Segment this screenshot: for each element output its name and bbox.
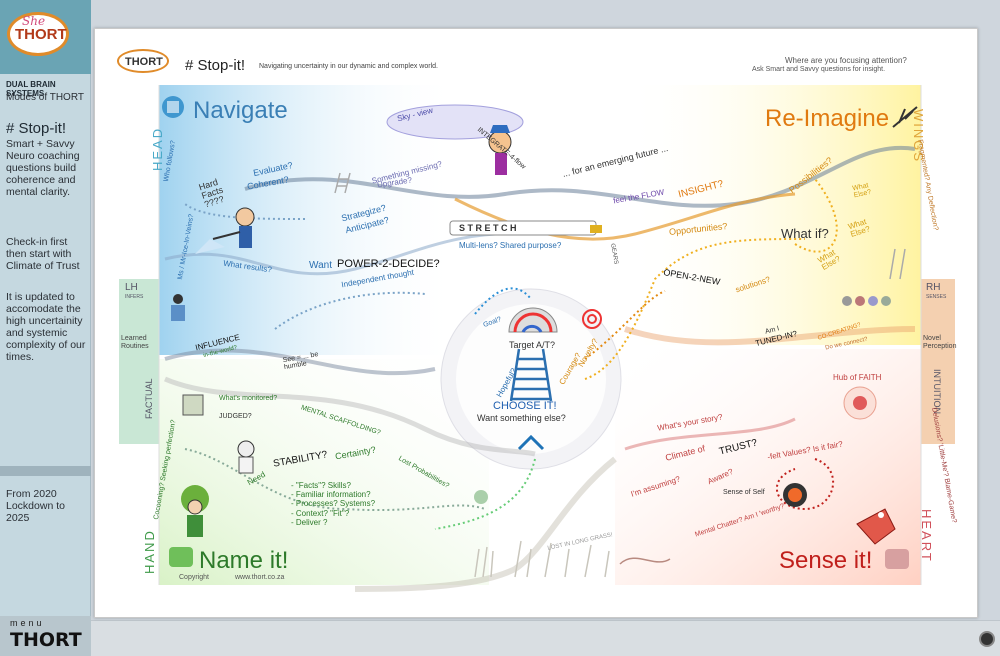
rh-band (921, 279, 955, 444)
menu-label: menu (10, 618, 45, 628)
logo-she-text: She (22, 14, 46, 28)
hub-of-faith-icon (843, 386, 877, 420)
dual-brain-heading: DUAL BRAIN SYSTEMS (6, 80, 56, 99)
label-choose[interactable]: CHOOSE IT! (493, 400, 557, 412)
side-infers: INFERS (125, 294, 144, 300)
side-heart: HEART (919, 509, 934, 563)
name-it-zone (159, 359, 489, 585)
menu-button[interactable]: menu THORT (0, 616, 91, 656)
sidebar-page-title: # Stop-it! (6, 120, 67, 137)
side-lh: LH (125, 282, 138, 293)
logo-bubble-icon (7, 12, 69, 56)
sidebar-description: Smart + Savvy Neuro coaching questions b… (6, 138, 80, 199)
quadrant-sense-it[interactable]: Sense it! (779, 547, 873, 574)
label-target: Target A/T? (509, 340, 556, 350)
label-whats-monitored: What's monitored? (219, 395, 278, 402)
sense-it-figure (856, 508, 896, 545)
name-it-figure (181, 485, 209, 537)
mindmap-card: THORT # Stop-it! Navigating uncertainty … (94, 28, 978, 618)
target-spiral-icon (582, 309, 602, 329)
side-learned: Learned Routines (121, 335, 149, 350)
monitored-icon (182, 394, 204, 416)
quadrant-name-it[interactable]: Name it! (199, 547, 289, 574)
bottom-bar (91, 620, 1000, 656)
label-want: Want (309, 260, 332, 271)
side-factual: FACTUAL (144, 378, 154, 419)
head-icon (162, 96, 184, 118)
sky-view-cloud (386, 104, 524, 140)
quadrant-reimagine[interactable]: Re-Imagine (765, 105, 890, 132)
label-website[interactable]: www.thort.co.za (235, 574, 285, 581)
logo-thort-text: THORT (15, 26, 67, 43)
label-stretch: S T R E T C H (459, 223, 517, 233)
compass-figure (171, 294, 185, 321)
green-dot-icon (474, 490, 488, 504)
side-rh: RH (926, 282, 941, 293)
menu-thort-label: THORT (10, 629, 82, 651)
heart-hand-icon (885, 549, 909, 569)
navigator-figure (195, 207, 255, 254)
label-what-if: What if? (781, 226, 829, 241)
header-right-line1: Where are you focusing attention? (785, 56, 907, 65)
header-logo-text: THORT (125, 56, 163, 68)
header-subtitle: Navigating uncertainty in our dynamic an… (259, 63, 438, 70)
chevron-up-icon-bottom (517, 434, 545, 451)
side-novel: Novel Perception (923, 335, 957, 350)
sidebar: She THORT DUAL BRAIN SYSTEMS Modes of TH… (0, 0, 91, 656)
stability-figure (237, 440, 255, 474)
ladder-icon-reimagine (889, 248, 906, 280)
side-senses: SENSES (926, 294, 947, 300)
label-facts-list: - "Facts"? Skills? - Familiar informatio… (291, 481, 376, 527)
header-right-line2: Ask Smart and Savvy questions for insigh… (752, 66, 886, 73)
label-hub-faith: Hub of FAITH (833, 373, 882, 382)
quadrant-navigate[interactable]: Navigate (193, 97, 288, 124)
side-head: HEAD (150, 126, 165, 171)
sidebar-divider (0, 466, 91, 476)
juggler-figure (488, 125, 512, 175)
label-copyright: Copyright (179, 574, 209, 581)
target-gauge-icon (508, 307, 558, 333)
sense-it-zone (615, 349, 921, 585)
ladder-icon (509, 348, 553, 402)
people-icon (842, 296, 891, 306)
sidebar-updated-note: It is updated to accomodate the high unc… (6, 291, 86, 364)
sidebar-checkin: Check-in first then start with Climate o… (6, 236, 80, 273)
side-hand: HAND (142, 529, 157, 574)
mindmap-graphic (119, 85, 955, 592)
sense-of-self-icon (783, 483, 807, 507)
grass-illustration (474, 540, 671, 578)
header-logo[interactable]: THORT (117, 49, 169, 73)
label-power-decide: POWER-2-DECIDE? (337, 258, 440, 270)
feather-icon (892, 106, 918, 128)
label-sense-self: Sense of Self (723, 489, 765, 496)
she-thort-logo[interactable]: She THORT (0, 0, 91, 74)
scroll-top-button[interactable] (979, 631, 995, 647)
hand-icon (169, 547, 193, 567)
sidebar-years: From 2020 Lockdown to 2025 (6, 488, 65, 525)
label-want-else: Want something else? (477, 413, 566, 423)
ladder-icon-navigate (334, 172, 351, 194)
modes-link[interactable]: Modes of THORT (6, 92, 84, 103)
label-judged: JUDGED? (219, 413, 252, 420)
header-title: # Stop-it! (185, 57, 246, 74)
lh-band (119, 279, 159, 444)
label-multilens: Multi-lens? Shared purpose? (459, 241, 562, 250)
stretch-bar (449, 220, 602, 236)
